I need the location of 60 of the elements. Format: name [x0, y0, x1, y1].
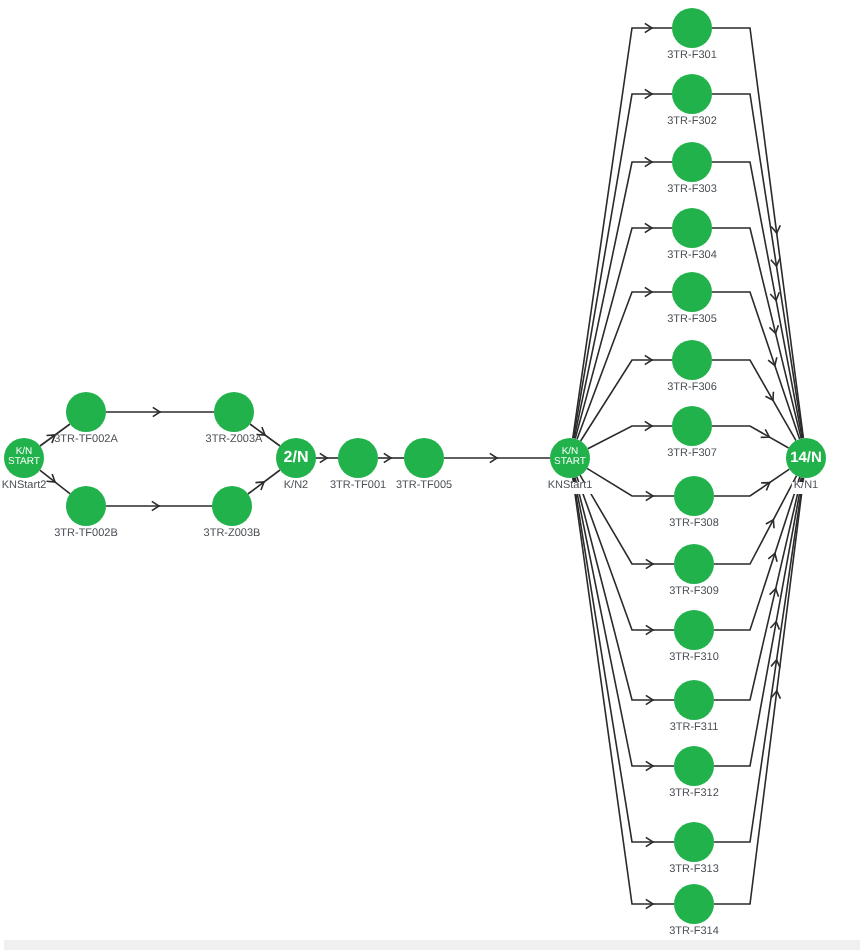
node-circle [674, 476, 714, 516]
arrow [586, 467, 675, 502]
node-circle [672, 74, 712, 114]
arrow [713, 477, 805, 905]
node-circle [674, 610, 714, 650]
node-circle [674, 680, 714, 720]
arrow [711, 359, 797, 442]
node-circle [338, 438, 378, 478]
node-circle [672, 272, 712, 312]
arrow [713, 474, 798, 565]
arrow [573, 476, 675, 772]
arrow [574, 476, 675, 706]
arrow [711, 93, 804, 439]
arrow [315, 452, 339, 464]
arrow [576, 286, 673, 440]
arrow [579, 474, 675, 570]
arrow [713, 468, 791, 497]
arrow [105, 500, 213, 512]
arrow [713, 476, 803, 701]
arrow [39, 423, 71, 447]
arrow [713, 476, 801, 631]
arrow [247, 469, 281, 495]
arrow [572, 88, 673, 439]
arrow [711, 227, 802, 440]
node-circle [672, 142, 712, 182]
arrow [39, 469, 71, 495]
node-circle [66, 392, 106, 432]
node-circle [276, 438, 316, 478]
arrow [711, 425, 790, 449]
arrow [711, 27, 805, 439]
arrow [574, 222, 673, 440]
node-circle [4, 438, 44, 478]
node-circle [672, 406, 712, 446]
arrow [572, 22, 673, 439]
arrow [249, 423, 281, 447]
node-circle [672, 340, 712, 380]
arrow [579, 354, 673, 442]
arrow [377, 452, 405, 464]
arrow [713, 477, 804, 843]
node-label: 2/N [283, 450, 309, 466]
arrow [713, 476, 804, 767]
arrow [576, 476, 675, 636]
node-circle [214, 392, 254, 432]
node-circle [674, 746, 714, 786]
arrow [443, 452, 551, 464]
node-circle [672, 208, 712, 248]
node-circle [212, 486, 252, 526]
arrow [573, 156, 673, 440]
node-circle [550, 438, 590, 478]
arrow [711, 161, 803, 440]
node-circle [404, 438, 444, 478]
arrow [105, 406, 215, 418]
node-circle [674, 544, 714, 584]
node-circle [66, 486, 106, 526]
arrow [711, 291, 801, 440]
arrow [587, 420, 673, 450]
node-circle [674, 822, 714, 862]
node-circle [674, 884, 714, 924]
node-circle [672, 8, 712, 48]
node-circle [786, 438, 826, 478]
